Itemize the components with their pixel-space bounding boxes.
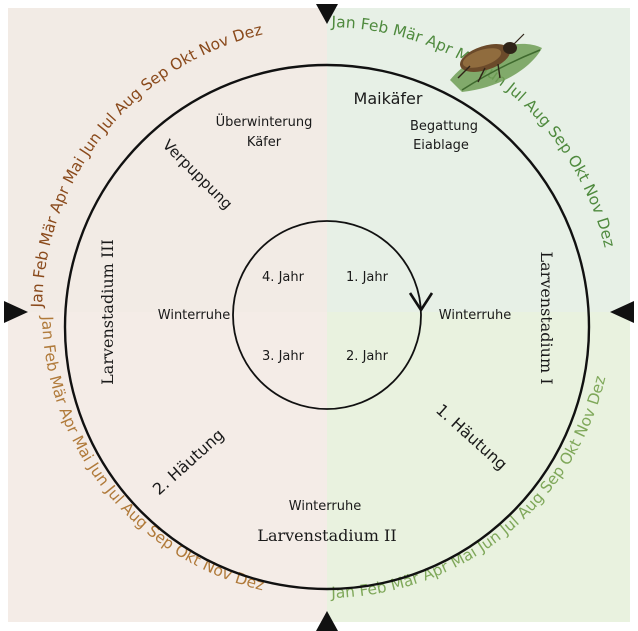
winterruhe-left-label: Winterruhe — [158, 308, 230, 323]
larvenstadium-3-label: Larvenstadium III — [98, 239, 117, 385]
pointer-bottom-icon — [316, 611, 338, 631]
year-1-label: 1. Jahr — [346, 270, 389, 285]
larvenstadium-2-label: Larvenstadium II — [257, 526, 396, 545]
quadrant-top-left — [8, 8, 327, 312]
winterruhe-bottom-label: Winterruhe — [289, 499, 361, 514]
pointer-top-icon — [316, 4, 338, 24]
ueberwinterung-label: Überwinterung — [216, 113, 313, 130]
inner-circle — [232, 220, 422, 410]
pointer-left-icon — [4, 301, 28, 323]
year-2-label: 2. Jahr — [346, 349, 389, 364]
quadrant-bottom-left — [8, 312, 327, 622]
cockchafer-on-leaf-icon — [450, 33, 542, 92]
direction-arrow-icon — [408, 292, 434, 312]
eiablage-label: Eiablage — [413, 138, 469, 153]
kaefer-label: Käfer — [247, 135, 282, 150]
pointer-right-icon — [610, 301, 634, 323]
winterruhe-right-label: Winterruhe — [439, 308, 511, 323]
larvenstadium-1-label: Larvenstadium I — [537, 251, 556, 384]
outer-circle — [63, 63, 591, 591]
maikaefer-label: Maikäfer — [354, 89, 423, 108]
year-4-label: 4. Jahr — [262, 270, 305, 285]
quadrant-bottom-right — [327, 312, 630, 622]
year-3-label: 3. Jahr — [262, 349, 305, 364]
begattung-label: Begattung — [410, 119, 478, 134]
